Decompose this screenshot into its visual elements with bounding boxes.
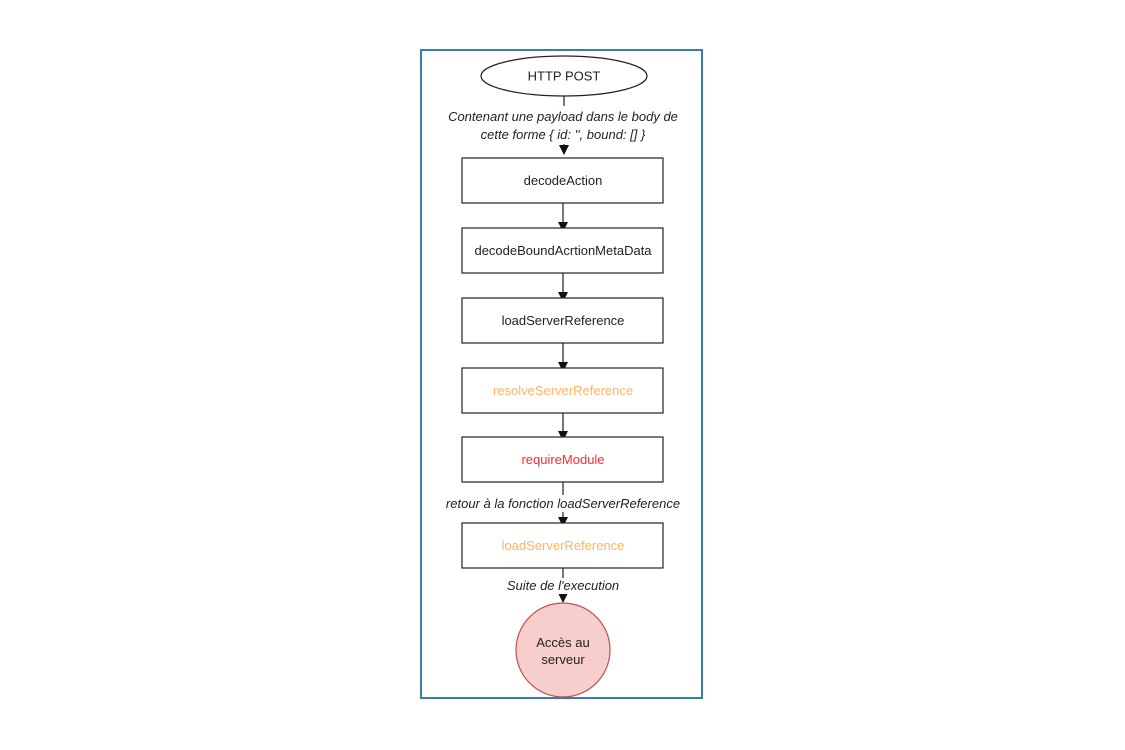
step-box — [461, 297, 664, 344]
step-node-require-module: requireModule — [461, 436, 664, 483]
step-node-load-server-reference: loadServerReference — [461, 522, 664, 569]
diagram-frame — [420, 49, 703, 699]
step-box — [461, 157, 664, 204]
step-node-decode-action: decodeAction — [461, 157, 664, 204]
edge-label-payload-line2: cette forme { id: '', bound: [] } — [481, 127, 646, 142]
edge-label-payload-line1: Contenant une payload dans le body de — [448, 109, 678, 124]
end-node-label-line1: Accès au — [536, 635, 589, 650]
edge-label-bg — [498, 578, 628, 594]
edge-label-retour: retour à la fonction loadServerReference — [446, 496, 680, 511]
step-box — [461, 367, 664, 414]
step-label: decodeAction — [524, 173, 603, 188]
step-label: decodeBoundAcrtionMetaData — [474, 243, 652, 258]
step-label: loadServerReference — [502, 538, 625, 553]
step-node-load-server-reference: loadServerReference — [461, 297, 664, 344]
edge-label-bg — [435, 106, 693, 144]
step-box — [461, 227, 664, 274]
end-node: Accès au serveur — [515, 602, 611, 698]
step-node-resolve-server-reference: resolveServerReference — [461, 367, 664, 414]
step-label: requireModule — [521, 452, 604, 467]
step-label: loadServerReference — [502, 313, 625, 328]
start-node: HTTP POST — [480, 55, 648, 97]
end-node-label-line2: serveur — [541, 652, 585, 667]
step-box — [461, 522, 664, 569]
edge-label-bg — [436, 495, 690, 512]
edge-label-suite: Suite de l'execution — [507, 578, 619, 593]
step-node-decode-bound-acrtion-meta-data: decodeBoundAcrtionMetaData — [461, 227, 664, 274]
start-node-label: HTTP POST — [528, 69, 601, 84]
step-label: resolveServerReference — [493, 383, 633, 398]
step-box — [461, 436, 664, 483]
